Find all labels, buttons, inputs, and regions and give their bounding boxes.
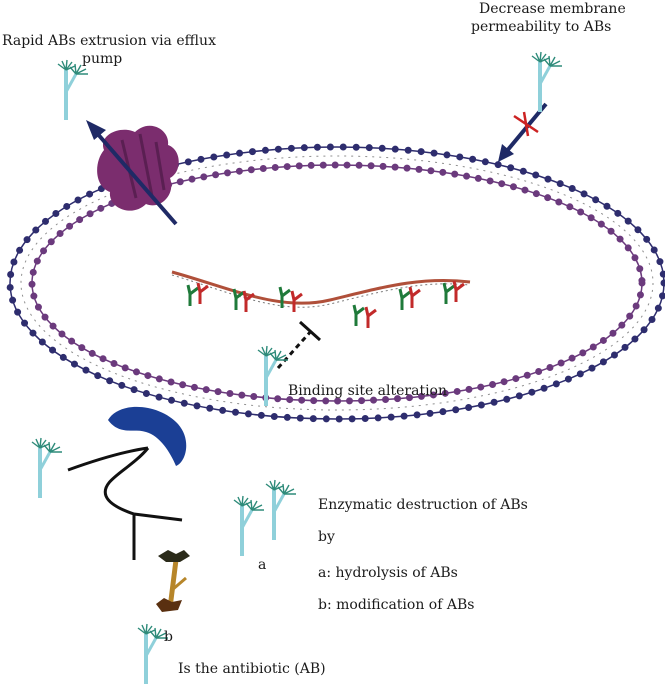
cell-membrane [6, 143, 665, 423]
permeability-antibiotic-icon [530, 50, 564, 114]
permeability-label-line1: Decrease membrane [479, 1, 626, 17]
enzymatic-b: b: modification of ABs [318, 597, 475, 613]
efflux-antibiotic-icon [56, 58, 90, 122]
block-x-icon [513, 111, 539, 137]
legend-label: Is the antibiotic (AB) [178, 661, 326, 677]
enzyme-antibiotic-icon [30, 436, 64, 500]
marker-a: a [258, 557, 267, 573]
inhibition-icon [276, 320, 322, 370]
target-strand [171, 270, 471, 308]
efflux-pump-icon [97, 125, 179, 211]
enzyme-chain [67, 446, 183, 560]
binding-label: Binding site alteration [288, 383, 447, 399]
enzyme-icon [108, 406, 187, 466]
enzymatic-by: by [318, 529, 335, 545]
efflux-arrow [86, 120, 178, 226]
marker-b: b [164, 629, 173, 645]
permeability-label-line2: permeability to ABs [471, 19, 612, 35]
permeability-arrow [498, 102, 548, 162]
modified-antibiotic-icon [156, 550, 190, 612]
enzymatic-title: Enzymatic destruction of ABs [318, 497, 528, 513]
hydrolysis-fragment-icon [264, 478, 298, 542]
enzymatic-a: a: hydrolysis of ABs [318, 565, 458, 581]
efflux-label-line2: pump [82, 51, 123, 67]
efflux-label-line1: Rapid ABs extrusion via efflux [2, 33, 216, 49]
hydrolysis-antibiotic-icon [232, 494, 266, 558]
